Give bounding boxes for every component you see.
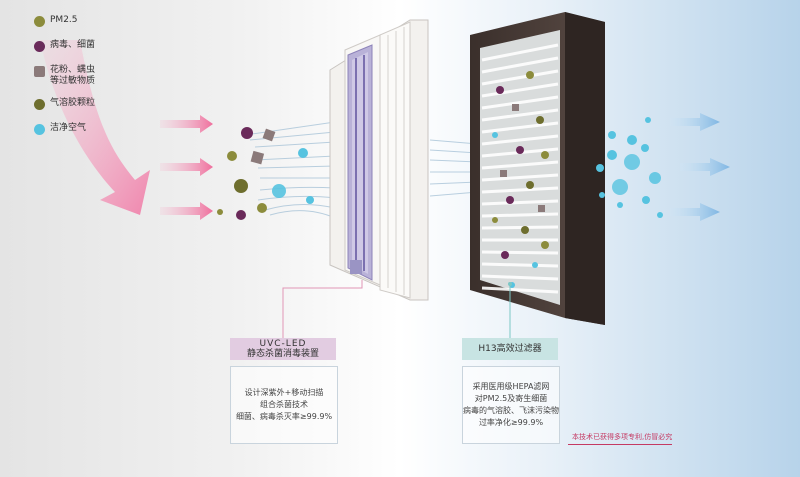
incoming-air-big-arrow — [40, 40, 150, 215]
inflow-particles — [217, 127, 314, 220]
uvc-callout-body: 设计深紫外+移动扫描 组合杀菌技术 细菌、病毒杀灭率≥99.9% — [230, 366, 338, 444]
inflow-arrow-2 — [160, 158, 213, 176]
clean-air-bubble — [298, 148, 308, 158]
patent-note: 本技术已获得多项专利,仿冒必究 — [572, 433, 673, 441]
inflow-arrow-1 — [160, 115, 213, 133]
virus-bacteria-icon — [34, 41, 45, 52]
hepa-title: H13高效过滤器 — [478, 344, 542, 354]
virus-particle — [241, 127, 253, 139]
flow-lines-in — [244, 121, 336, 219]
outflow-clean-air — [596, 117, 663, 218]
hepa-h13-filter — [470, 12, 605, 325]
pm25-particle — [217, 209, 223, 215]
uvc-callout: UVC-LED 静态杀菌消毒装置 设计深紫外+移动扫描 组合杀菌技术 细菌、病毒… — [230, 338, 338, 444]
inflow-arrow-3 — [160, 202, 213, 220]
legend-item-pollen: 花粉、螨虫 等过敏物质 — [30, 62, 160, 92]
hepa-callout: H13高效过滤器 采用医用级HEPA滤网 对PM2.5及寄生细菌 病毒的气溶胶、… — [462, 338, 560, 444]
uvc-title-line2: 静态杀菌消毒装置 — [246, 349, 319, 359]
patent-underline — [568, 444, 672, 445]
outflow-arrow-2 — [680, 158, 730, 176]
uvc-connector — [282, 280, 363, 338]
pm25-particle-icon — [34, 16, 45, 27]
hepa-line: 病毒的气溶胶、飞沫污染物 — [463, 406, 559, 415]
uvc-line: 细菌、病毒杀灭率≥99.9% — [235, 412, 333, 421]
pollen-mite-icon — [34, 66, 45, 77]
inflow-arrows — [160, 115, 213, 220]
legend-item-aerosol: 气溶胶颗粒 — [30, 95, 160, 117]
hepa-callout-body: 采用医用级HEPA滤网 对PM2.5及寄生细菌 病毒的气溶胶、飞沫污染物 过率净… — [462, 366, 560, 444]
pollen-particle — [250, 150, 265, 165]
legend: PM2.5 病毒、细菌 花粉、螨虫 等过敏物质 气溶胶颗粒 洁净空气 — [30, 12, 160, 145]
hepa-line: 采用医用级HEPA滤网 — [472, 382, 550, 391]
legend-item-virus: 病毒、细菌 — [30, 37, 160, 59]
legend-label: 气溶胶颗粒 — [50, 98, 96, 108]
pollen-particle — [262, 128, 276, 142]
uvc-led-device — [329, 19, 429, 301]
uvc-line: 设计深紫外+移动扫描 — [244, 388, 324, 397]
legend-label: PM2.5 — [50, 15, 78, 25]
aerosol-particle-icon — [34, 99, 45, 110]
legend-item-clean-air: 洁净空气 — [30, 120, 160, 142]
hepa-line: 对PM2.5及寄生细菌 — [474, 394, 548, 403]
uvc-callout-header: UVC-LED 静态杀菌消毒装置 — [230, 338, 336, 360]
hepa-line: 过率净化≥99.9% — [478, 418, 544, 427]
hepa-callout-header: H13高效过滤器 — [462, 338, 558, 360]
outflow-arrow-1 — [670, 113, 720, 131]
uvc-line: 组合杀菌技术 — [260, 400, 308, 409]
virus-particle — [236, 210, 246, 220]
clean-air-bubble — [272, 184, 286, 198]
legend-label: 花粉、螨虫 等过敏物质 — [50, 65, 96, 86]
clean-air-icon — [34, 124, 45, 135]
pm25-particle — [234, 179, 248, 193]
outflow-arrow-3 — [670, 203, 720, 221]
legend-label: 病毒、细菌 — [50, 40, 96, 50]
clean-air-bubble — [306, 196, 314, 204]
uvc-title-line1: UVC-LED — [259, 339, 307, 349]
legend-label: 洁净空气 — [50, 123, 87, 133]
outflow-arrows — [670, 113, 730, 221]
pm25-particle — [227, 151, 237, 161]
pm25-particle — [257, 203, 267, 213]
legend-item-pm25: PM2.5 — [30, 12, 160, 34]
